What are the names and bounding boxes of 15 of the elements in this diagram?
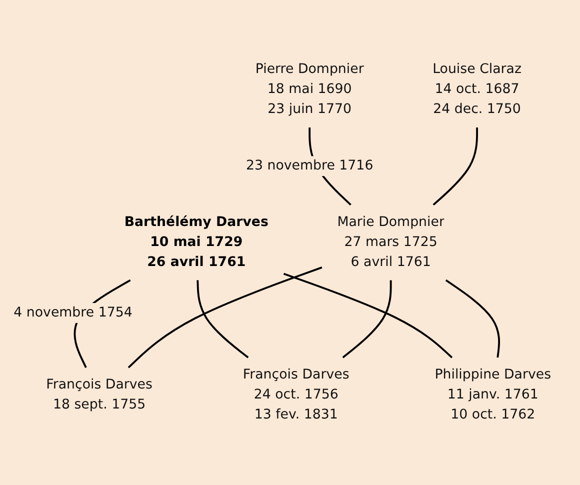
connector (445, 279, 500, 358)
node-text: François Darves 18 sept. 1755 (46, 377, 152, 412)
node-text: Marie Dompnier 27 mars 1725 6 avril 1761 (337, 214, 444, 270)
edge-label: 23 novembre 1716 (246, 158, 374, 174)
connector (342, 280, 392, 358)
node-text: Louise Claraz 14 oct. 1687 24 dec. 1750 (432, 62, 522, 117)
connector (128, 266, 322, 368)
edge-label: 4 novembre 1754 (14, 304, 132, 320)
connector (432, 127, 478, 206)
node-text: Pierre Dompnier 18 mai 1690 23 juin 1770 (255, 62, 364, 117)
connector (283, 272, 453, 358)
node-text: Philippine Darves 11 janv. 1761 10 oct. 1762 (434, 367, 552, 422)
connector (196, 280, 249, 358)
node-text: François Darves 24 oct. 1756 13 fev. 1831 (242, 367, 350, 422)
node-text: Barthélémy Darves 10 mai 1729 26 avril 1761 (124, 214, 268, 270)
